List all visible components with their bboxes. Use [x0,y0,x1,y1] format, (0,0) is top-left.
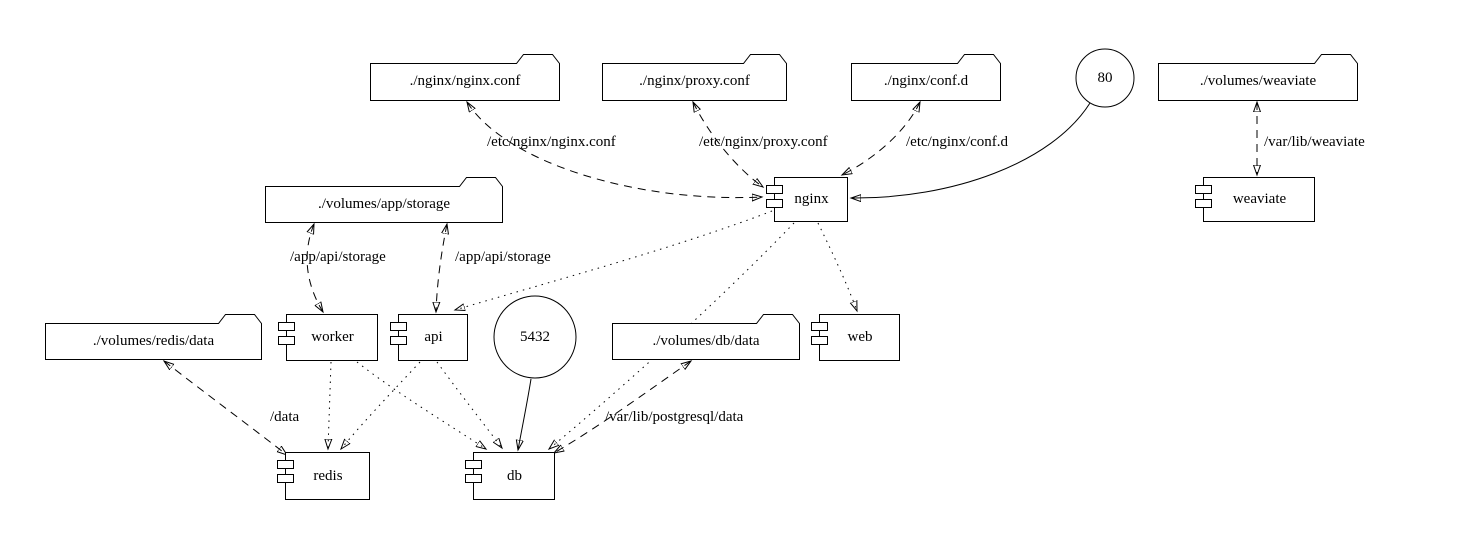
service-node-nginx: nginx [766,177,848,222]
edge-label-worker-storage-mount: /app/api/storage [290,249,386,265]
folder-icon [851,54,1001,101]
edge-label-api-storage-mount: /app/api/storage [455,249,551,265]
service-node-worker: worker [278,314,378,361]
folder-icon [612,314,800,360]
node-label: 5432 [520,328,550,345]
folder-icon [265,177,503,223]
node-label: redis [313,467,343,484]
edge-nginx-api [455,210,773,310]
volume-node-redis-data: ./volumes/redis/data [45,314,262,360]
component-icon [465,452,555,500]
component-icon [766,177,848,222]
service-node-web: web [811,314,900,361]
edge-nginx-conf-d [842,102,920,175]
edge-db-db-data [554,361,691,453]
edge-api-redis [341,361,421,449]
node-label: worker [311,329,354,345]
service-node-api: api [390,314,468,361]
node-label: 80 [1097,69,1113,86]
edge-label-proxy-conf-mount: /etc/nginx/proxy.conf [699,134,828,150]
service-node-db: db [465,452,555,500]
service-node-weaviate: weaviate [1195,177,1315,222]
edge-label-nginx-conf-mount: /etc/nginx/nginx.conf [487,134,616,150]
volume-node-conf-d: ./nginx/conf.d [851,54,1001,101]
edge-redis-redis-data [164,361,287,455]
edge-port5432-db [518,378,532,450]
edge-worker-db [356,361,486,449]
volume-node-db-data: ./volumes/db/data [612,314,800,360]
volume-node-nginx-conf: ./nginx/nginx.conf [370,54,560,101]
node-label: api [424,329,443,345]
component-icon [278,314,378,361]
port-circle-icon [1075,48,1135,108]
folder-icon [602,54,787,101]
component-icon [390,314,468,361]
edge-nginx-web [817,222,857,311]
port-circle-icon [493,295,577,379]
edge-worker-app-storage [307,224,323,312]
component-icon [811,314,900,361]
node-label: ./nginx/conf.d [883,73,969,89]
node-label: ./volumes/db/data [652,332,760,349]
node-label: nginx [794,191,829,207]
edge-label-conf-d-mount: /etc/nginx/conf.d [906,134,1009,150]
folder-icon [370,54,560,101]
component-icon [277,452,370,500]
edge-worker-redis [328,361,331,449]
service-node-redis: redis [277,452,370,500]
port-node-5432: 5432 [493,295,577,379]
edge-nginx-nginx-conf [467,102,762,198]
node-label: ./volumes/app/storage [317,195,451,212]
folder-icon [45,314,262,360]
volume-node-app-storage: ./volumes/app/storage [265,177,503,223]
node-label: ./nginx/nginx.conf [409,73,521,89]
port-node-80: 80 [1075,48,1135,108]
node-label: web [847,329,873,345]
edge-label-redis-mount: /data [270,409,300,425]
volume-node-proxy-conf: ./nginx/proxy.conf [602,54,787,101]
node-label: ./nginx/proxy.conf [639,73,750,89]
node-label: db [507,467,522,484]
edge-label-weaviate-mount: /var/lib/weaviate [1264,134,1365,150]
edge-port80-nginx [851,102,1091,198]
component-icon [1195,177,1315,222]
node-label: ./volumes/weaviate [1199,73,1317,89]
node-label: weaviate [1232,191,1287,207]
folder-icon [1158,54,1358,101]
edge-api-app-storage [436,224,447,312]
edge-label-db-mount: /var/lib/postgresql/data [605,409,744,425]
volume-node-weaviate: ./volumes/weaviate [1158,54,1358,101]
node-label: ./volumes/redis/data [92,332,215,349]
edge-nginx-proxy-conf [693,102,763,187]
